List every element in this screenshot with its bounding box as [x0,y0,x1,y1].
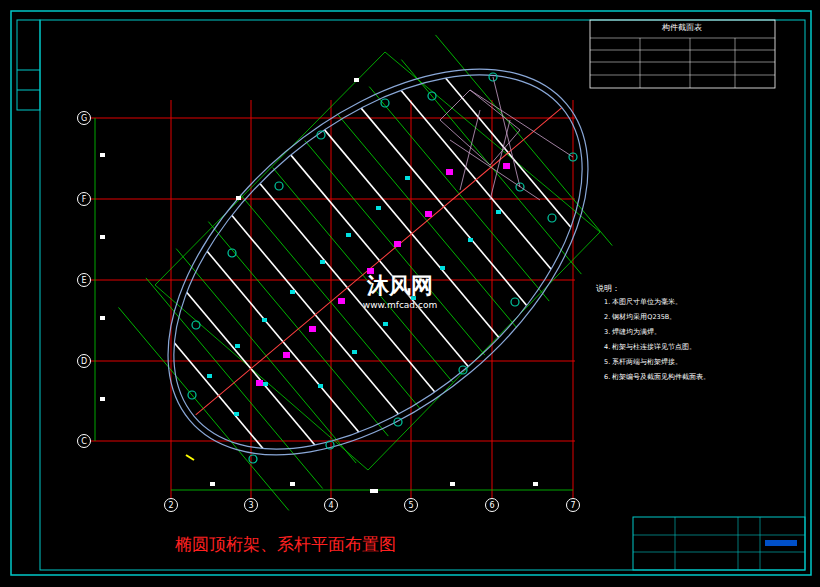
axis-label: F [82,195,87,204]
note-item: 1. 本图尺寸单位为毫米。 [604,299,682,306]
axis-bubble: G [77,111,91,125]
axis-bubble: 7 [566,498,580,512]
drawing-title: 椭圆顶桁架、系杆平面布置图 [175,535,396,554]
axis-label: 7 [570,501,575,510]
note-item: 5. 系杆两端与桁架焊接。 [604,359,682,366]
axis-bubble: 2 [164,498,178,512]
note-item: 2. 钢材均采用Q235B。 [604,314,676,321]
axis-label: 5 [408,501,413,510]
axis-label: 3 [248,501,253,510]
note-item: 3. 焊缝均为满焊。 [604,329,661,336]
note-item: 6. 桁架编号及截面见构件截面表。 [604,374,710,381]
notes-heading: 说明： [596,285,620,294]
axis-label: 4 [328,501,333,510]
axis-bubble: 6 [485,498,499,512]
axis-label: 2 [168,501,173,510]
axis-label: E [81,276,86,285]
axis-label: C [81,437,87,446]
axis-bubble: 4 [324,498,338,512]
axis-label: G [81,114,87,123]
axis-label: D [81,357,87,366]
axis-label: 6 [489,501,494,510]
axis-bubble: D [77,354,91,368]
axis-bubble: 5 [404,498,418,512]
table-title: 构件截面表 [662,24,702,33]
note-item: 4. 桁架与柱连接详见节点图。 [604,344,696,351]
watermark: 沐风网 [367,274,433,298]
watermark-url: www.mfcad.com [363,301,437,311]
axis-bubble: F [77,192,91,206]
axis-bubble: C [77,434,91,448]
axis-bubble: 3 [244,498,258,512]
axis-bubble: E [77,273,91,287]
